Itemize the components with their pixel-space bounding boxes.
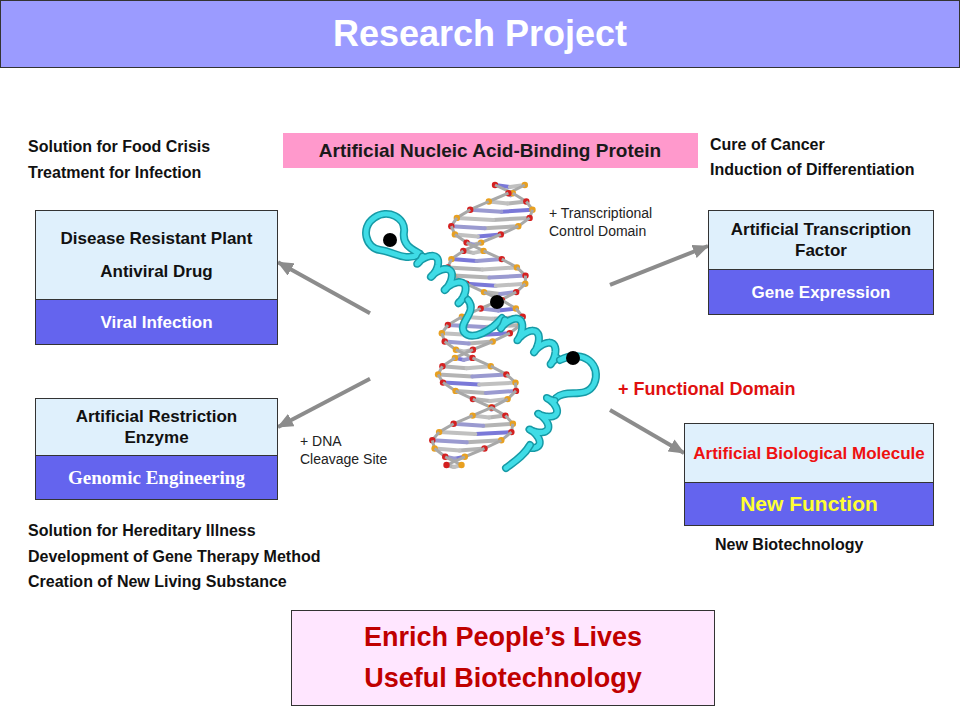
protein-ribbon: [529, 398, 558, 448]
edge-label: + DNA Cleavage Site: [298, 432, 402, 468]
phosphate: [458, 462, 464, 468]
base-pair: [454, 424, 484, 426]
base-pair: [483, 424, 513, 426]
diagram-title: Research Project: [333, 12, 627, 56]
dna-backbone: [473, 342, 493, 350]
zinc-atom: [383, 233, 397, 247]
base-pair: [501, 210, 532, 212]
box-text: Enrich People’s Lives: [364, 621, 642, 654]
edge-label: + Transcriptional Control Domain: [547, 204, 685, 240]
base-pair: [486, 391, 516, 393]
box-text: Artificial Restriction Enzyme: [42, 406, 271, 448]
base-pair: [451, 259, 476, 261]
box-text: Useful Biotechnology: [364, 662, 642, 695]
box-text: Viral Infection: [100, 312, 212, 333]
protein-ribbon: [506, 445, 530, 468]
box-text: Antiviral Drug: [100, 261, 212, 282]
base-pair: [489, 276, 525, 278]
annotation-text: Cure of Cancer: [710, 135, 825, 155]
base-pair: [432, 440, 467, 442]
connector-arrow: [610, 246, 708, 285]
base-pair: [493, 218, 529, 220]
protein-ribbon: [501, 319, 557, 365]
base-pair: [477, 259, 502, 261]
annotation-text: Induction of Differentiation: [710, 160, 914, 180]
dna-backbone: [465, 449, 485, 457]
connector-arrow: [278, 262, 370, 313]
application-box: Artificial Restriction Enzyme: [35, 398, 278, 456]
category-band: Viral Infection: [35, 300, 278, 345]
protein-name-label: Artificial Nucleic Acid-Binding Protein: [283, 133, 698, 168]
connector-arrow: [278, 379, 370, 427]
base-pair: [472, 374, 506, 376]
dna-backbone: [481, 234, 501, 242]
base-pair: [482, 267, 517, 269]
annotation-text: Solution for Food Crisis: [28, 137, 210, 157]
category-band: Gene Expression: [708, 270, 934, 315]
protein-ribbon: [417, 256, 465, 303]
application-box: Artificial Biological Molecule: [684, 423, 934, 483]
annotation-text: New Biotechnology: [715, 535, 863, 555]
annotation-text: Development of Gene Therapy Method: [28, 547, 320, 567]
goal-box: Enrich People’s LivesUseful Biotechnolog…: [291, 610, 715, 706]
protein-ribbon: [501, 319, 557, 365]
title-band: Research Project: [0, 0, 960, 68]
base-pair: [479, 383, 515, 385]
edge-label: + Functional Domain: [616, 378, 798, 401]
zinc-finger-protein: [366, 214, 596, 468]
base-pair: [439, 432, 475, 434]
protein-ribbon: [417, 256, 465, 303]
zinc-atom: [490, 295, 504, 309]
box-text: New Function: [740, 491, 878, 517]
base-pair: [451, 226, 485, 228]
annotation-text: Solution for Hereditary Illness: [28, 521, 256, 541]
base-pair: [443, 383, 479, 385]
box-text: Artificial Biological Molecule: [693, 443, 924, 464]
box-text: Disease Resistant Plant: [61, 228, 253, 249]
protein-ribbon: [366, 214, 420, 257]
base-pair: [496, 284, 526, 286]
base-pair: [470, 210, 501, 212]
base-pair: [442, 366, 466, 368]
protein-ribbon: [529, 398, 558, 448]
protein-ribbon: [366, 214, 420, 257]
base-pair: [475, 432, 511, 434]
base-pair: [438, 374, 472, 376]
application-box: Artificial Transcription Factor: [708, 210, 934, 270]
box-text: Artificial Transcription Factor: [715, 219, 927, 261]
zinc-atom: [566, 351, 580, 365]
phosphate: [443, 462, 449, 468]
base-pair: [457, 218, 493, 220]
box-text: Genomic Engineering: [68, 466, 245, 489]
annotation-text: Creation of New Living Substance: [28, 572, 287, 592]
box-text: Gene Expression: [752, 282, 891, 303]
category-band: Genomic Engineering: [35, 456, 278, 500]
category-band: New Function: [684, 483, 934, 526]
protein-ribbon: [506, 445, 530, 468]
application-box: Disease Resistant PlantAntiviral Drug: [35, 210, 278, 300]
connector-arrow: [610, 410, 684, 453]
base-pair: [467, 366, 491, 368]
annotation-text: Treatment for Infection: [28, 163, 201, 183]
